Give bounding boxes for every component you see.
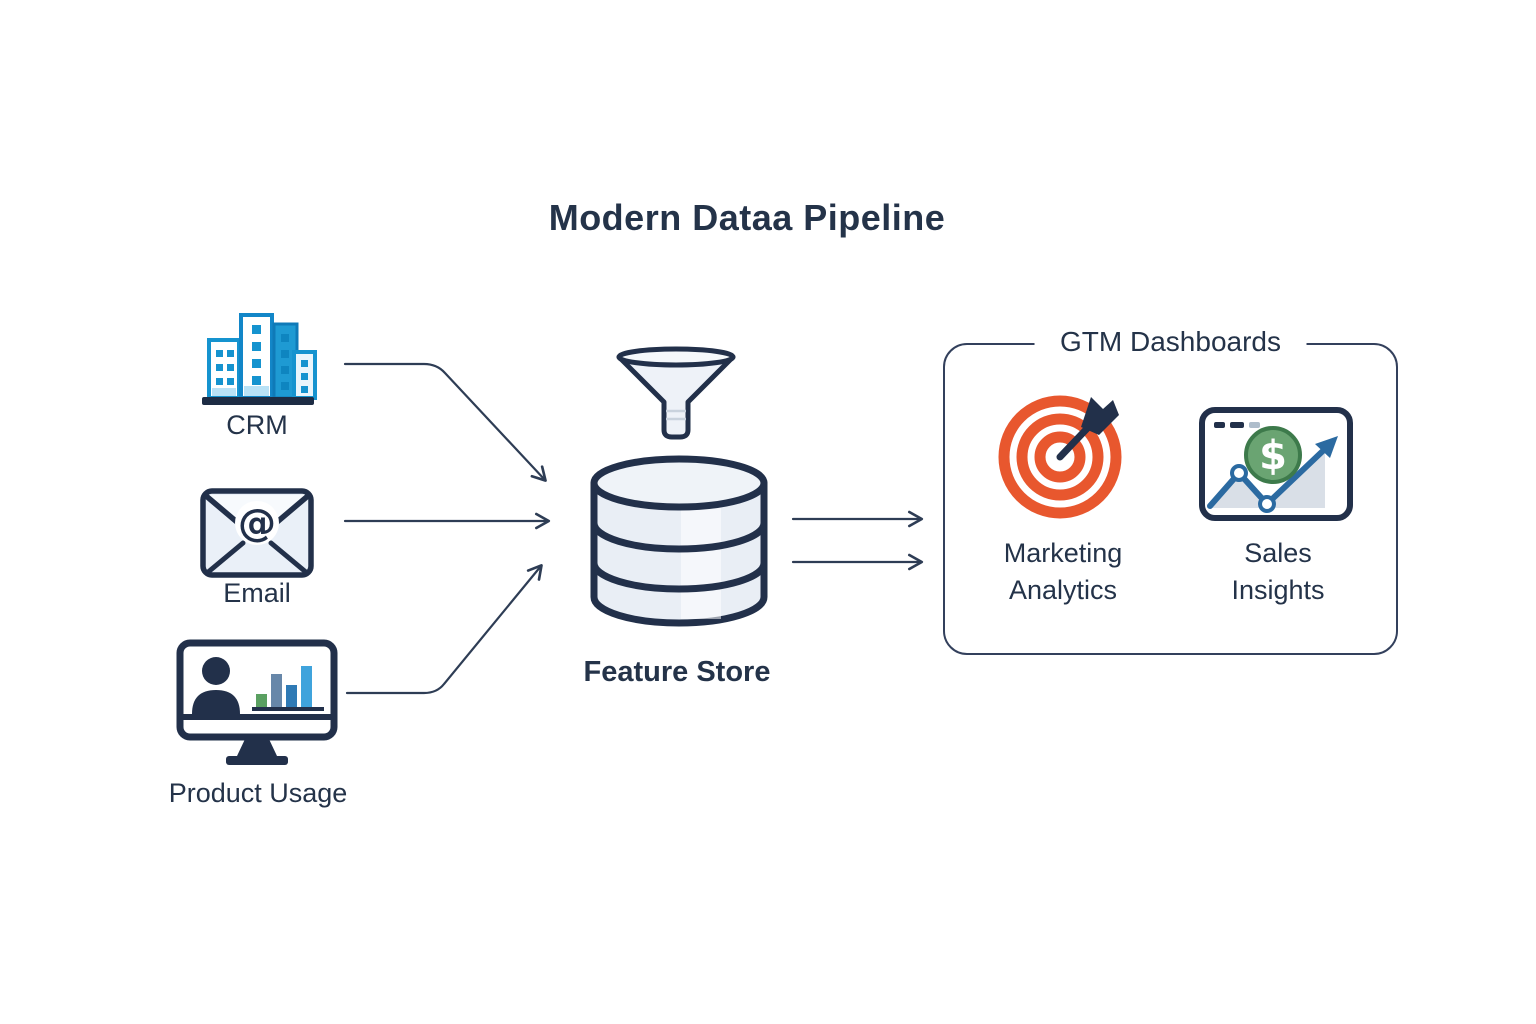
target-dart-icon bbox=[998, 395, 1122, 519]
envelope-at-icon: @ bbox=[200, 488, 314, 578]
feature-store-label: Feature Store bbox=[583, 656, 771, 688]
sales-dashboard-icon: $ bbox=[1199, 407, 1353, 521]
gtm-dashboards-group-label: GTM Dashboards bbox=[1034, 326, 1307, 358]
database-icon bbox=[590, 455, 768, 627]
monitor-usage-chart-icon bbox=[176, 639, 338, 765]
dashboard-label-marketing-analytics: Marketing Analytics bbox=[1003, 538, 1123, 605]
funnel-icon bbox=[616, 346, 736, 440]
arrow-usage-to-store bbox=[345, 564, 543, 695]
source-label-crm: CRM bbox=[226, 410, 288, 440]
dashboard-label-sales-insights: Sales Insights bbox=[1231, 538, 1325, 605]
svg-text:@: @ bbox=[238, 501, 276, 545]
source-label-product-usage: Product Usage bbox=[168, 778, 348, 808]
office-buildings-icon bbox=[202, 313, 317, 405]
arrow-crm-to-store bbox=[343, 362, 547, 482]
svg-text:$: $ bbox=[1259, 433, 1287, 479]
diagram-title: Modern Dataa Pipeline bbox=[548, 197, 946, 238]
gtm-dashboards-group: GTM Dashboards bbox=[943, 326, 1398, 655]
source-label-email: Email bbox=[223, 578, 291, 608]
